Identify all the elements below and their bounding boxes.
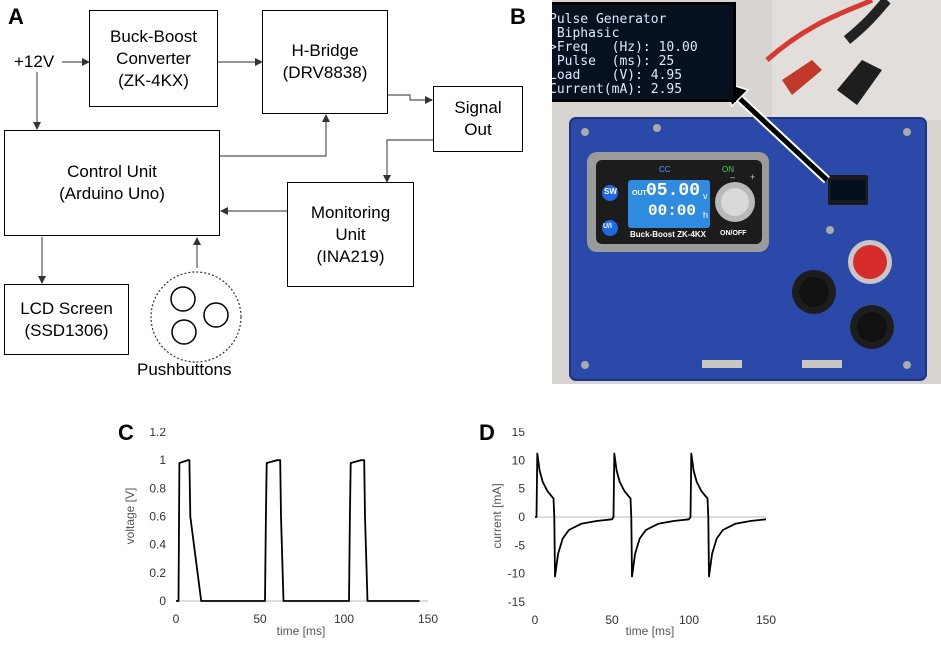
module-time-readout: 00:00	[648, 202, 697, 220]
current-chart-series-line	[535, 452, 767, 578]
module-h-unit: h	[703, 210, 709, 220]
lcd-screen-box: LCD Screen (SSD1306)	[4, 284, 129, 355]
input-voltage-label: +12V	[14, 52, 55, 71]
voltage-chart-xtick-label: 100	[334, 612, 354, 626]
module-out-label: OUT	[632, 190, 647, 197]
current-chart-ytick-label: 10	[512, 453, 526, 467]
panel-label-c: C	[118, 420, 134, 445]
panel-label-d: D	[479, 420, 495, 445]
voltage-chart-ytick-label: 1	[159, 453, 166, 467]
module-voltage-readout: 05.00	[646, 181, 701, 201]
pushbuttons-icon	[150, 271, 242, 363]
signal-line-1: Signal	[454, 98, 502, 117]
arrow-hbridge-to-signal	[387, 94, 433, 104]
module-sw-label: SW	[604, 187, 617, 196]
voltage-chart-ytick-label: 0.6	[149, 510, 166, 524]
signal-out-box: Signal Out	[433, 86, 523, 152]
lcd-line-2: (SSD1306)	[24, 320, 109, 340]
voltage-chart-ytick-label: 0	[159, 594, 166, 608]
current-chart-xtick-label: 50	[605, 613, 619, 627]
current-chart-ytick-label: -10	[508, 567, 526, 581]
voltage-chart-ytick-label: 0.2	[149, 566, 166, 580]
signal-line-2: Out	[464, 120, 492, 139]
oled-zoom: Pulse Generator Biphasic >Freq (Hz): 10.…	[552, 2, 736, 102]
module-on-label: ON	[722, 165, 734, 174]
hbridge-box: H-Bridge (DRV8838)	[262, 10, 388, 114]
current-chart-ylabel: current [mA]	[490, 483, 504, 548]
control-line-2: (Arduino Uno)	[59, 184, 165, 203]
current-chart-ytick-label: 15	[512, 428, 526, 439]
arrow-signal-to-monitor	[383, 139, 433, 183]
panel-label-a: A	[8, 4, 24, 29]
voltage-chart-series-line	[176, 459, 420, 602]
voltage-chart-xtick-label: 0	[173, 612, 180, 626]
voltage-chart-xtick-label: 150	[418, 612, 438, 626]
current-chart-ytick-label: -5	[514, 538, 525, 552]
hbridge-line-1: H-Bridge	[291, 41, 359, 60]
monitoring-unit-box: Monitoring Unit (INA219)	[287, 182, 414, 287]
block-diagram-connectors	[33, 58, 433, 363]
current-chart-xlabel: time [ms]	[626, 624, 675, 638]
device-photo: CC ON – + SW U/I OUT 05.00 v 00:00 h Buc…	[552, 0, 941, 384]
module-ui-label: U/I	[603, 223, 612, 230]
monitor-line-3: (INA219)	[316, 246, 385, 266]
voltage-chart-xtick-label: 50	[253, 612, 267, 626]
current-chart-ytick-label: 0	[518, 510, 525, 524]
buck-line-2: Converter	[116, 48, 191, 68]
control-unit-box: Control Unit (Arduino Uno)	[4, 130, 220, 236]
voltage-chart-xlabel: time [ms]	[277, 624, 326, 638]
pushbuttons-label: Pushbuttons	[137, 360, 232, 379]
arrow-control-to-hbridge	[219, 114, 330, 157]
oled-line-5: Load (V): 4.95	[552, 68, 683, 83]
voltage-chart: 0 0.2 0.4 0.6 0.8 1 1.2 0 50 100 150 voltage [V] t…	[123, 428, 438, 638]
oled-line-3: >Freq (Hz): 10.00	[552, 40, 698, 55]
panel-label-b: B	[510, 4, 526, 29]
module-brand-label: Buck-Boost ZK-4KX	[630, 230, 707, 239]
voltage-chart-ytick-label: 1.2	[149, 428, 166, 439]
control-line-1: Control Unit	[67, 162, 157, 181]
current-chart-xtick-label: 0	[532, 613, 539, 627]
voltage-chart-ytick-label: 0.4	[149, 538, 166, 552]
oled-line-2: Biphasic	[552, 26, 620, 41]
buck-line-3: (ZK-4KX)	[118, 70, 189, 90]
hbridge-line-2: (DRV8838)	[282, 63, 368, 82]
oled-line-6: Current(mA): 2.95	[552, 82, 683, 97]
module-minus-label: –	[730, 172, 736, 182]
voltage-chart-ylabel: voltage [V]	[123, 488, 137, 545]
module-onoff-label: ON/OFF	[720, 230, 747, 237]
buck-line-1: Buck-Boost	[110, 26, 197, 46]
module-plus-label: +	[750, 172, 756, 182]
oled-line-1: Pulse Generator	[552, 12, 667, 27]
current-chart-ytick-label: -15	[508, 595, 526, 609]
monitor-line-1: Monitoring	[310, 202, 391, 222]
current-chart-xtick-label: 150	[756, 613, 776, 627]
module-cc-label: CC	[659, 165, 671, 174]
current-chart-ytick-label: 5	[518, 482, 525, 496]
oled-line-4: Pulse (ms): 25	[552, 54, 675, 69]
current-chart-xtick-label: 100	[679, 613, 699, 627]
module-v-unit: v	[703, 191, 708, 201]
buck-boost-box: Buck-Boost Converter (ZK-4KX)	[89, 10, 218, 107]
voltage-chart-ytick-label: 0.8	[149, 481, 166, 495]
lcd-line-1: LCD Screen	[20, 298, 113, 318]
monitor-line-2: Unit	[335, 224, 366, 244]
